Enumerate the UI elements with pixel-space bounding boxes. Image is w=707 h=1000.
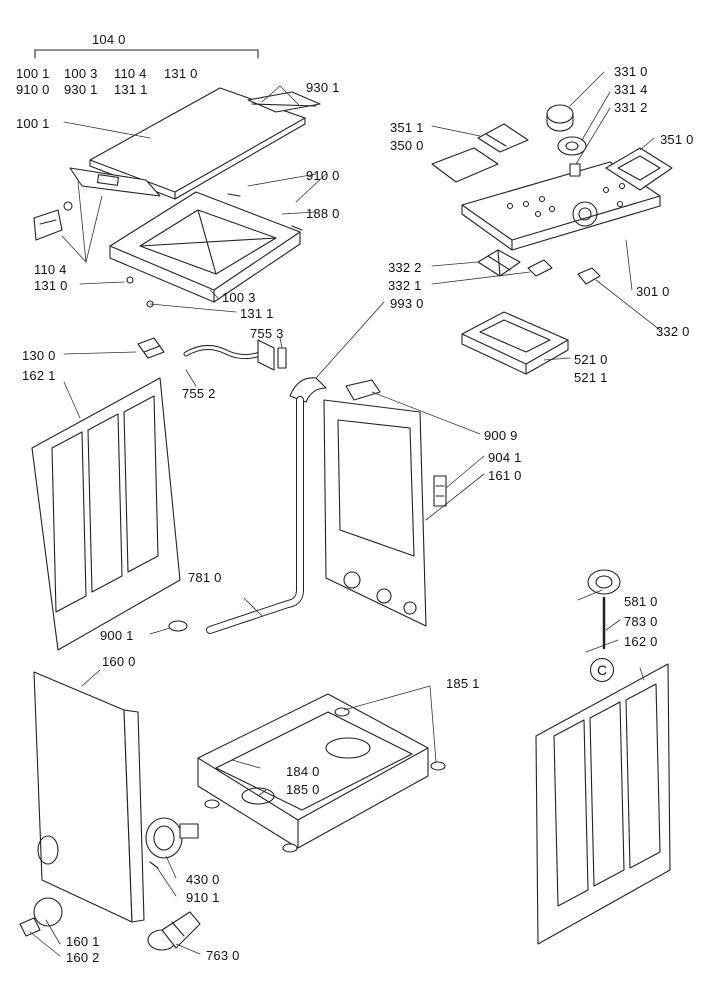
callout-label: 331 2 bbox=[614, 100, 648, 115]
callout-label: 331 4 bbox=[614, 82, 648, 97]
drain-hose-part bbox=[168, 396, 304, 634]
callout-label: 110 4 bbox=[114, 66, 147, 81]
group-bracket-104-0 bbox=[34, 49, 259, 59]
leader-lines bbox=[29, 71, 661, 957]
callout-label: 100 3 bbox=[64, 66, 98, 81]
callout-label: 160 2 bbox=[66, 950, 100, 965]
right-side-panel-part bbox=[535, 663, 671, 945]
connector-marker: C bbox=[590, 658, 614, 682]
callout-label: 581 0 bbox=[624, 594, 658, 609]
top-screws bbox=[126, 193, 303, 308]
callout-label: 910 0 bbox=[16, 82, 50, 97]
detergent-dispenser-part bbox=[461, 311, 569, 375]
top-frame-part bbox=[109, 191, 301, 303]
callout-label: 755 3 bbox=[250, 326, 284, 341]
left-clip-part bbox=[33, 201, 73, 241]
callout-label: 130 0 bbox=[22, 348, 56, 363]
pump-bellow-part bbox=[147, 911, 201, 951]
callout-label: 930 1 bbox=[64, 82, 98, 97]
lid-handle-part bbox=[69, 167, 161, 197]
left-side-panel-part bbox=[31, 377, 181, 651]
callout-label: 110 4 bbox=[34, 262, 67, 277]
callout-label: 930 1 bbox=[306, 80, 340, 95]
control-panel-part bbox=[461, 161, 661, 251]
callout-label: 131 0 bbox=[34, 278, 68, 293]
callout-label: 351 1 bbox=[390, 120, 424, 135]
program-knob-part bbox=[546, 104, 574, 132]
callout-label: 910 0 bbox=[306, 168, 340, 183]
drain-pump-part bbox=[145, 817, 199, 869]
callout-label: 332 0 bbox=[656, 324, 690, 339]
callout-label: 332 1 bbox=[388, 278, 422, 293]
callout-label: 131 0 bbox=[164, 66, 198, 81]
callout-label: 755 2 bbox=[182, 386, 216, 401]
pressure-switch-part bbox=[587, 569, 621, 650]
callout-label: 162 1 bbox=[22, 368, 56, 383]
callout-label: 430 0 bbox=[186, 872, 220, 887]
callout-label: 910 1 bbox=[186, 890, 220, 905]
callout-label: 331 0 bbox=[614, 64, 648, 79]
panel-bracket-part bbox=[605, 147, 673, 191]
rear-panel-part bbox=[323, 379, 427, 627]
callout-label: 900 1 bbox=[100, 628, 134, 643]
callout-label: 783 0 bbox=[624, 614, 658, 629]
callout-label: 131 1 bbox=[114, 82, 148, 97]
feet-part bbox=[204, 707, 446, 853]
callout-label: 161 0 bbox=[488, 468, 522, 483]
callout-label: 188 0 bbox=[306, 206, 340, 221]
callout-label: 104 0 bbox=[92, 32, 126, 47]
callout-label: 781 0 bbox=[188, 570, 222, 585]
callout-label: 521 1 bbox=[574, 370, 608, 385]
lid-seal-strip-part bbox=[247, 91, 321, 113]
callout-label: 185 1 bbox=[446, 676, 480, 691]
callout-label: 351 0 bbox=[660, 132, 694, 147]
knob-shaft-part bbox=[569, 163, 581, 177]
callout-label: 185 0 bbox=[286, 782, 320, 797]
base-frame-part bbox=[197, 693, 429, 849]
callout-label: 131 1 bbox=[240, 306, 274, 321]
callout-label: 100 1 bbox=[16, 66, 50, 81]
callout-label: 993 0 bbox=[390, 296, 424, 311]
callout-label: 904 1 bbox=[488, 450, 522, 465]
filter-door-part bbox=[19, 897, 63, 937]
bracket-130-part bbox=[137, 337, 165, 359]
part-755-3 bbox=[277, 347, 287, 369]
callout-label: 332 2 bbox=[388, 260, 422, 275]
hose-755-part bbox=[183, 339, 275, 371]
display-board-part bbox=[431, 123, 529, 183]
knob-gear-part bbox=[557, 136, 587, 156]
callout-label: 160 1 bbox=[66, 934, 100, 949]
callout-label: 521 0 bbox=[574, 352, 608, 367]
callout-label: 301 0 bbox=[636, 284, 670, 299]
callout-label: 763 0 bbox=[206, 948, 240, 963]
inlet-elbow-part bbox=[289, 377, 327, 403]
callout-label: 160 0 bbox=[102, 654, 136, 669]
callout-label: 162 0 bbox=[624, 634, 658, 649]
callout-label: 350 0 bbox=[390, 138, 424, 153]
callout-label: 100 1 bbox=[16, 116, 50, 131]
button-pad-part bbox=[477, 249, 521, 277]
front-panel-part bbox=[33, 671, 145, 923]
filter-904-part bbox=[433, 475, 447, 507]
callout-label: 100 3 bbox=[222, 290, 256, 305]
small-clips-part bbox=[527, 259, 601, 285]
callout-label: 184 0 bbox=[286, 764, 320, 779]
callout-label: 900 9 bbox=[484, 428, 518, 443]
